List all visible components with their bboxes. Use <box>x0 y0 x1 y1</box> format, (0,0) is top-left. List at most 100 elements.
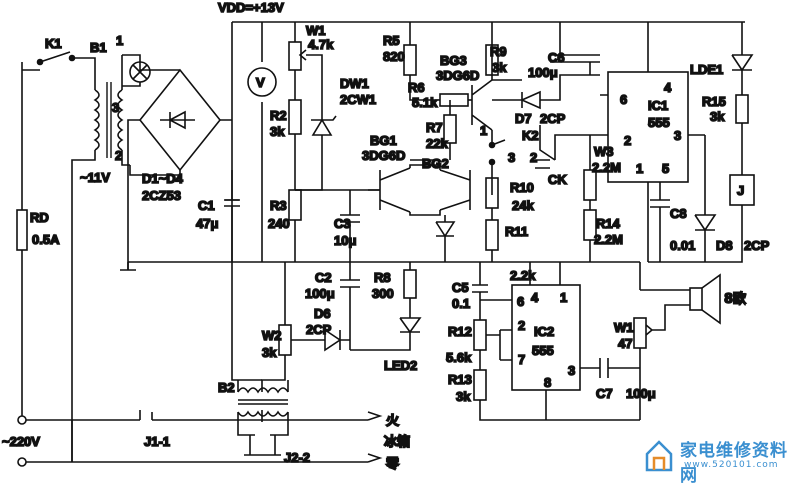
b2-transformer <box>237 380 289 456</box>
lde1-label: LDE1 <box>690 62 723 77</box>
k1-label: K1 <box>45 36 62 51</box>
k2-pos2-label: 2 <box>530 150 537 165</box>
led2-label: LED2 <box>384 358 417 373</box>
w1-value-label: 4.7k <box>308 37 334 52</box>
w2-value-label: 3k <box>262 345 277 360</box>
b2-label: B2 <box>218 380 235 395</box>
watermark-url: www.520101.com <box>684 460 779 470</box>
b1-label: B1 <box>90 40 107 55</box>
w1b-value-label: 47 <box>618 336 632 351</box>
r8-name-label: R8 <box>374 270 391 285</box>
ic1-timer <box>583 22 705 262</box>
ic1-pin4-label: 4 <box>664 80 672 95</box>
d1d4-value-label: 2CZ53 <box>142 188 181 203</box>
r10-value-label: 24k <box>512 198 534 213</box>
r12-value-label: 5.6k <box>446 350 472 365</box>
r14-name-label: R14 <box>596 216 621 231</box>
c1-name-label: C1 <box>198 198 215 213</box>
c2-name-label: C2 <box>315 270 332 285</box>
r7-name-label: R7 <box>426 120 443 135</box>
ic2-pin7-label: 7 <box>518 352 525 367</box>
r8-value-label: 300 <box>372 286 394 301</box>
ic2-pin8-label: 8 <box>544 375 551 390</box>
bg1-name-label: BG1 <box>370 133 397 148</box>
c3-value-label: 10μ <box>334 233 356 248</box>
k2-pos1-label: 1 <box>480 123 487 138</box>
r6-value-label: 5.1k <box>412 95 438 110</box>
r11-value-label: 2.2k <box>510 268 536 283</box>
r11-name-label: R11 <box>505 224 528 239</box>
ic1-pin5-label: 5 <box>662 161 669 176</box>
r14-value-label: 2.2M <box>594 232 623 247</box>
b1-voltage-label: ~11V <box>80 170 110 185</box>
r9-name-label: R9 <box>490 44 507 59</box>
r2-value-label: 3k <box>270 124 285 139</box>
r10-name-label: R10 <box>510 180 534 195</box>
dw1-name-label: DW1 <box>340 76 369 91</box>
r15-value-label: 3k <box>710 109 725 124</box>
ic1-pin3-label: 3 <box>674 128 681 143</box>
live-label: 火 <box>386 414 400 429</box>
j22-label: J2-2 <box>284 450 310 465</box>
ic1-value-label: 555 <box>648 115 670 130</box>
d7-name-label: D7 <box>515 111 532 126</box>
house-logo-icon <box>645 440 673 472</box>
neutral-label: 零 <box>385 457 400 472</box>
fridge-label: 冰箱 <box>384 434 410 450</box>
bg3-name-label: BG3 <box>440 53 467 68</box>
r13-value-label: 3k <box>456 389 471 404</box>
w2-name-label: W2 <box>262 328 282 343</box>
w3-name-label: W3 <box>594 144 614 159</box>
site-watermark: 家电维修资料网 www.520101.com <box>644 434 794 486</box>
w3-value-label: 2.2M <box>592 160 621 175</box>
voltmeter-label: V <box>256 75 265 90</box>
b1-pin1-label: 1 <box>116 33 123 48</box>
ic2-pin3-label: 3 <box>568 363 575 378</box>
ic2-value-label: 555 <box>532 343 554 358</box>
c6-name-label: C6 <box>548 50 565 65</box>
r12-name-label: R12 <box>448 324 472 339</box>
r2-name-label: R2 <box>270 108 287 123</box>
r3-value-label: 240 <box>268 216 290 231</box>
d7-value-label: 2CP <box>540 111 566 126</box>
ic2-name-label: IC2 <box>534 324 554 339</box>
bg2-label: BG2 <box>422 156 449 171</box>
d6-name-label: D6 <box>314 306 331 321</box>
output-lines <box>17 410 383 467</box>
d8-value-label: 2CP <box>744 238 770 253</box>
b1-pin2-label: 2 <box>115 148 122 163</box>
d8-name-label: D8 <box>716 238 733 253</box>
r6-name-label: R6 <box>408 80 425 95</box>
r15-name-label: R15 <box>702 94 726 109</box>
ic1-pin1-label: 1 <box>636 161 643 176</box>
voltmeter <box>247 22 277 262</box>
r13-name-label: R13 <box>448 372 472 387</box>
speaker-label: 8欧 <box>724 291 746 307</box>
relay-label: J <box>737 183 744 198</box>
ic2-pin6-label: 6 <box>517 294 524 309</box>
ic1-pin2-label: 2 <box>624 133 631 148</box>
c1-value-label: 47μ <box>196 216 218 231</box>
regulator-section <box>288 22 380 262</box>
c5-name-label: C5 <box>452 280 469 295</box>
k2-pos3-label: 3 <box>508 150 515 165</box>
c6-value-label: 100μ <box>528 65 558 80</box>
r7-value-label: 22k <box>426 136 448 151</box>
c8-name-label: C8 <box>670 206 687 221</box>
ic2-pin1-label: 1 <box>560 290 567 305</box>
r5-value-label: 820 <box>383 49 405 64</box>
transistor-section <box>350 22 600 351</box>
j11-label: J1-1 <box>144 434 170 449</box>
dw1-value-label: 2CW1 <box>340 92 376 107</box>
bg3-value-label: 3DG6D <box>436 68 479 83</box>
monitor-section <box>231 262 360 422</box>
c7-name-label: C7 <box>596 386 613 401</box>
ic2-pin2-label: 2 <box>518 318 525 333</box>
c5-value-label: 0.1 <box>452 296 470 311</box>
watermark-title: 家电维修资料网 <box>680 441 788 486</box>
c2-value-label: 100μ <box>305 286 335 301</box>
k2-label: K2 <box>522 128 539 143</box>
w1b-name-label: W1 <box>614 320 634 335</box>
ic1-name-label: IC1 <box>648 98 668 113</box>
